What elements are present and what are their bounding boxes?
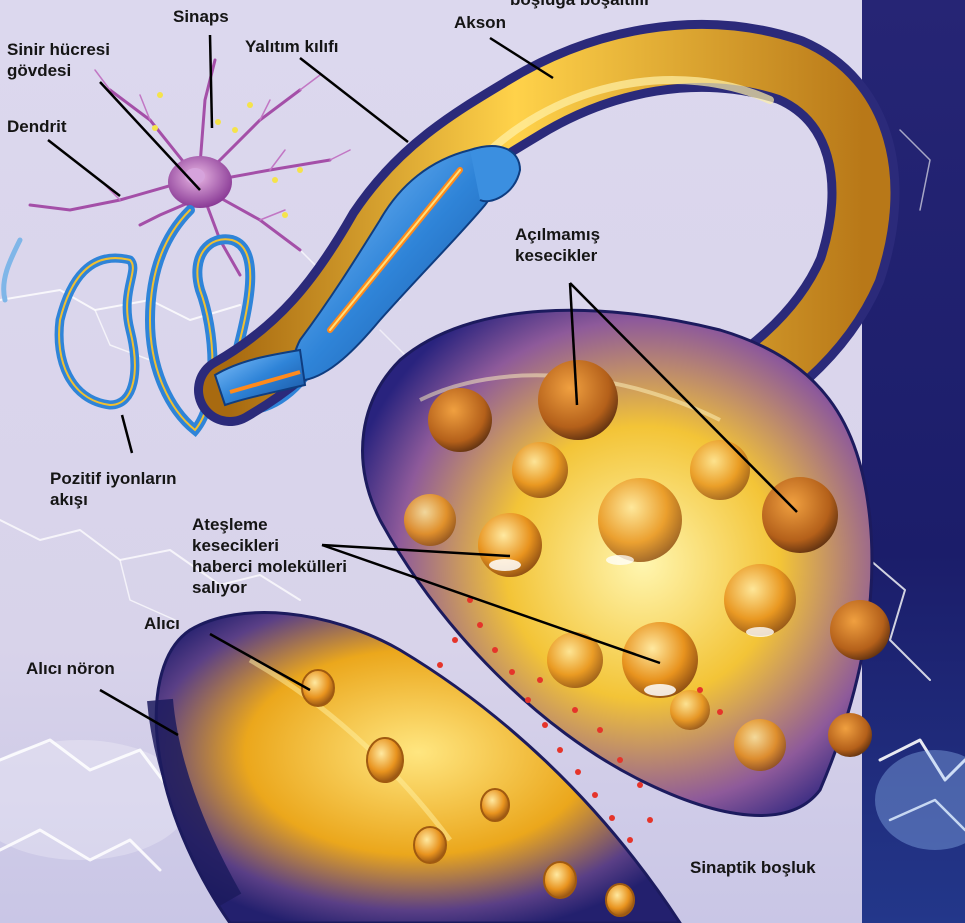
label-sinaps: Sinaps xyxy=(173,6,229,27)
label-sinir-hucresi-govdesi: Sinir hücresi gövdesi xyxy=(7,39,110,81)
label-pozitif-iyonlarin-akisi: Pozitif iyonların akışı xyxy=(50,468,177,510)
label-alici: Alıcı xyxy=(144,613,180,634)
label-yalitim-kilifi: Yalıtım kılıfı xyxy=(245,36,339,57)
label-akson: Akson xyxy=(454,12,506,33)
label-atesleme-kesecikleri: Ateşleme kesecikleri haberci molekülleri… xyxy=(192,514,347,598)
label-acilmamis-kesecikler: Açılmamış kesecikler xyxy=(515,224,600,266)
label-alici-noron: Alıcı nöron xyxy=(26,658,115,679)
label-top-cut: boşluğa boşaltılır xyxy=(510,0,651,10)
label-sinaptik-bosluk: Sinaptik boşluk xyxy=(690,857,816,878)
label-dendrit: Dendrit xyxy=(7,116,67,137)
